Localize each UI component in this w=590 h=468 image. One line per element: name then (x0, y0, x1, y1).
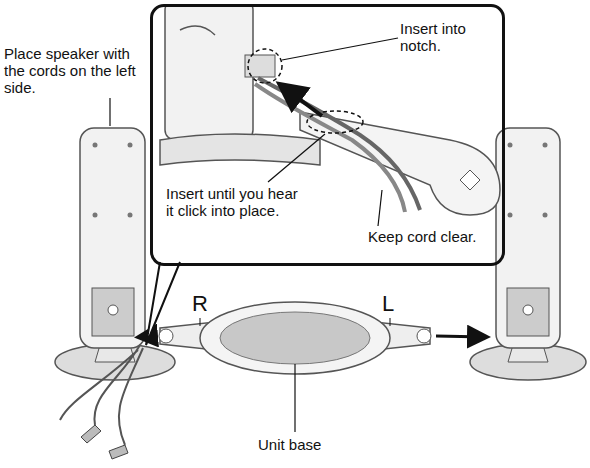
inset-closeup (160, 7, 500, 226)
callout-text: Insert until you hear it click into plac… (166, 185, 306, 219)
callout-text: Insert into notch. (400, 20, 500, 54)
callout-inset: Insert into notch. Insert until you hear … (150, 4, 505, 266)
side-marker: L (382, 292, 402, 316)
side-marker: R (192, 292, 212, 316)
instruction-note: Place speaker with the cords on the left… (4, 45, 154, 96)
part-name: Unit base (258, 436, 338, 453)
callout-text: Keep cord clear. (368, 228, 500, 245)
unit-base (159, 302, 431, 432)
